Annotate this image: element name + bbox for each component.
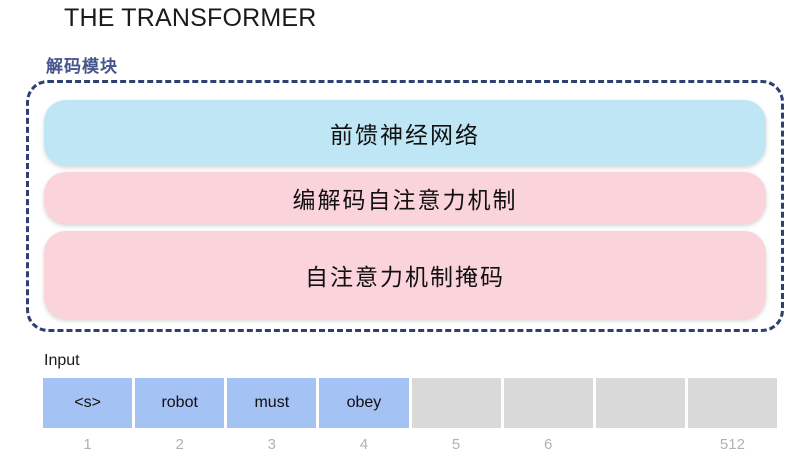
input-index-row: 1 2 3 4 5 6 512 xyxy=(43,434,777,456)
input-token-cell xyxy=(411,378,501,428)
page-title: THE TRANSFORMER xyxy=(64,4,317,32)
input-index-label xyxy=(596,434,685,456)
decoder-block-label: 解码模块 xyxy=(42,52,122,77)
layer-masked-self-attention: 自注意力机制掩码 xyxy=(44,231,766,319)
input-index-label: 4 xyxy=(359,436,369,453)
input-token-cell xyxy=(595,378,685,428)
input-index-label: 6 xyxy=(544,436,553,453)
input-index-label: 512 xyxy=(719,436,745,453)
input-token-row: <s> robot must obey xyxy=(43,378,777,428)
layer-feed-forward: 前馈神经网络 xyxy=(44,100,766,166)
input-token-cell: <s> xyxy=(43,378,133,428)
input-token-cell: robot xyxy=(135,378,225,428)
input-token-cell xyxy=(687,378,777,428)
input-label: Input xyxy=(44,352,80,369)
input-token-cell: must xyxy=(227,378,317,428)
input-index-label: 1 xyxy=(83,436,92,453)
input-index-label: 2 xyxy=(175,436,184,453)
input-index-label: 3 xyxy=(267,436,276,453)
input-token-cell: obey xyxy=(319,378,409,428)
decoder-block-container xyxy=(26,80,784,332)
input-index-label: 5 xyxy=(451,436,461,453)
layer-encoder-decoder-attention: 编解码自注意力机制 xyxy=(44,172,766,224)
input-token-cell xyxy=(503,378,593,428)
